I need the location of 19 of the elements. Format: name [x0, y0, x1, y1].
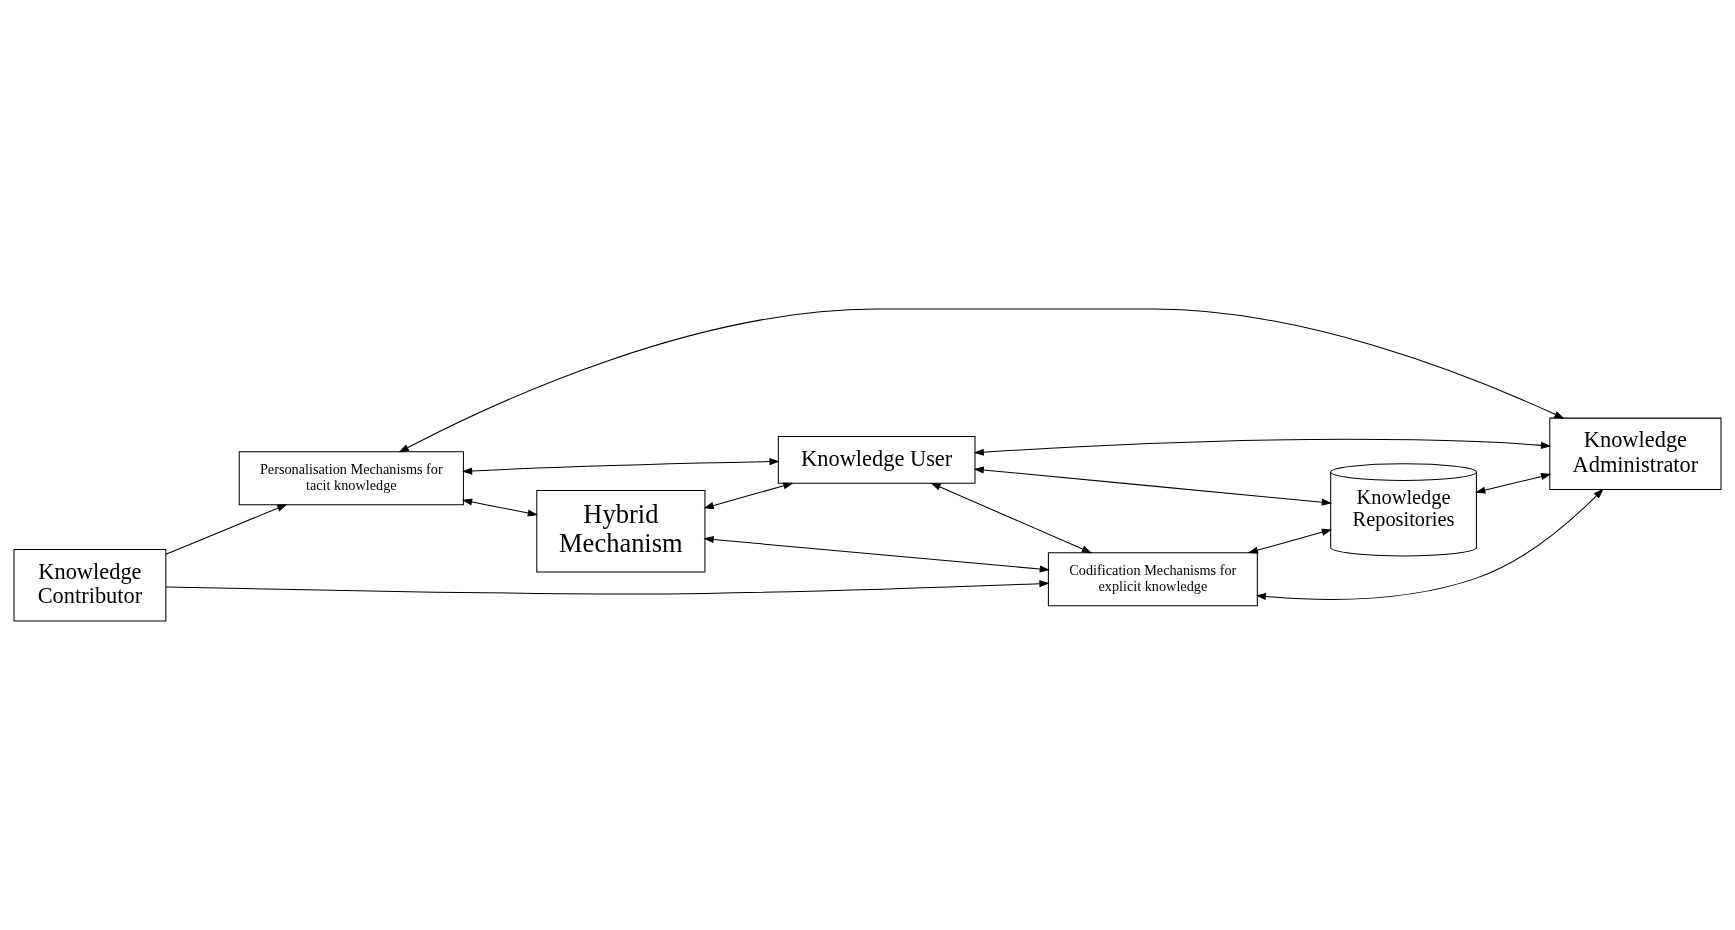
- node-box: Personalisation Mechanisms for tacit knowledge: [238, 451, 464, 506]
- node-box: Hybrid Mechanism: [536, 489, 706, 573]
- arrow: [973, 466, 1332, 506]
- arrow: [165, 580, 1050, 595]
- node-box: Knowledge Contributor: [13, 549, 167, 622]
- arrow: [703, 482, 794, 509]
- node-box: Knowledge Administrator: [1549, 417, 1722, 490]
- arrow: [973, 438, 1552, 456]
- arrow: [165, 504, 288, 555]
- arrow: [930, 482, 1093, 554]
- node-box: Codification Mechanisms for explicit knowledge: [1047, 552, 1258, 607]
- arrow: [1247, 528, 1332, 554]
- arrow: [1255, 488, 1604, 600]
- arrow: [1475, 473, 1552, 494]
- arrow: [461, 498, 538, 517]
- node-box: Knowledge User: [777, 435, 976, 484]
- arrow: [703, 535, 1050, 573]
- arrow: [461, 458, 780, 475]
- arrow: [398, 308, 1565, 453]
